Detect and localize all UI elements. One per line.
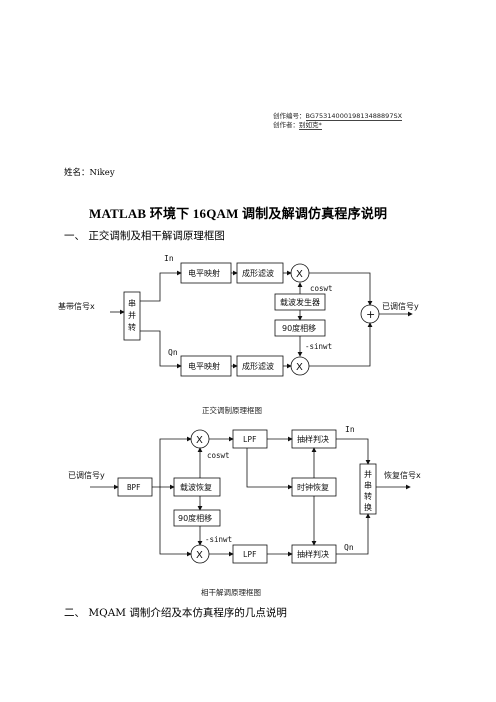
d1-level-map-bot-label: 电平映射 — [188, 361, 220, 371]
d2-qn-label: Qn — [344, 543, 354, 552]
d1-sp-char-1: 串 — [128, 299, 136, 308]
d1-qn-label: Qn — [168, 348, 178, 357]
creator: 创作者：别如克* — [273, 121, 322, 130]
carrier-recovery — [173, 477, 221, 497]
serial-parallel-converter — [123, 291, 141, 341]
creator-label: 创作者： — [273, 121, 299, 129]
d2-sin-label: -sinwt — [205, 535, 232, 544]
phase-shift-90-demod — [173, 509, 221, 527]
demodulation-diagram: 已调信号y BPF 载波恢复 90度相移 X X coswt -sinwt LP… — [68, 425, 421, 564]
d2-in-label: In — [345, 425, 355, 434]
d2-sampler-top-label: 抽样判决 — [297, 434, 329, 444]
demodulation-caption: 相干解调原理框图 — [201, 588, 261, 597]
d1-mult-bot-label: X — [296, 362, 303, 373]
d1-sp-char-3: 转 — [128, 322, 136, 332]
document-title: MATLAB 环境下 16QAM 调制及解调仿真程序说明 — [89, 206, 388, 221]
d1-sp-char-2: 并 — [128, 310, 136, 320]
d2-carrier-recovery-label: 载波恢复 — [180, 482, 212, 492]
d1-mult-top-label: X — [296, 269, 303, 280]
d2-phase-shift-label: 90度相移 — [178, 513, 212, 523]
d2-ps-char-4: 换 — [364, 502, 372, 512]
creation-id-label: 创作编号： — [273, 112, 306, 120]
d2-cos-label: coswt — [207, 451, 230, 460]
modulation-diagram: 基带信号x 串 并 转 In Qn 电平映射 成形滤波 电平映射 成形滤波 X … — [58, 254, 419, 377]
d1-cos-label: coswt — [310, 284, 333, 293]
d2-mult-bot-label: X — [196, 550, 203, 561]
d1-carrier-gen-label: 载波发生器 — [280, 297, 320, 307]
section-heading-1: 一、 正交调制及相干解调原理框图 — [64, 230, 225, 242]
creation-id-value: BG7531400019813488897SX — [305, 112, 403, 121]
creator-value: 别如克* — [299, 121, 322, 130]
d1-shaping-top-label: 成形滤波 — [242, 268, 274, 278]
d2-mult-top-label: X — [196, 435, 203, 446]
section-heading-2: 二、 MQAM 调制介绍及本仿真程序的几点说明 — [64, 607, 287, 619]
d2-input-label: 已调信号y — [68, 470, 105, 480]
d1-phase-shift-label: 90度相移 — [282, 323, 316, 333]
modulation-caption: 正交调制原理框图 — [202, 406, 262, 415]
d2-sampler-bot-label: 抽样判决 — [297, 549, 329, 559]
d1-input-label: 基带信号x — [58, 301, 95, 311]
d1-output-label: 已调信号y — [382, 301, 419, 311]
parallel-serial-converter — [359, 463, 377, 515]
d2-ps-char-3: 转 — [364, 491, 372, 501]
d2-ps-char-1: 并 — [364, 469, 372, 479]
d2-bpf-label: BPF — [127, 483, 141, 492]
d2-lpf-top-label: LPF — [243, 435, 257, 444]
d1-shaping-bot-label: 成形滤波 — [242, 361, 274, 371]
name-line: 姓名：Nikey — [64, 168, 115, 178]
d2-clock-recovery-label: 时钟恢复 — [297, 482, 329, 492]
d1-sin-label: -sinwt — [305, 342, 332, 351]
d2-ps-char-2: 串 — [364, 481, 372, 490]
creation-id: 创作编号：BG7531400019813488897SX — [273, 112, 403, 121]
d2-lpf-bot-label: LPF — [243, 550, 257, 559]
d2-output-label: 恢复信号x — [384, 470, 421, 480]
d1-level-map-top-label: 电平映射 — [188, 268, 220, 278]
d1-in-label: In — [164, 254, 174, 263]
d1-adder-label: + — [366, 308, 375, 321]
